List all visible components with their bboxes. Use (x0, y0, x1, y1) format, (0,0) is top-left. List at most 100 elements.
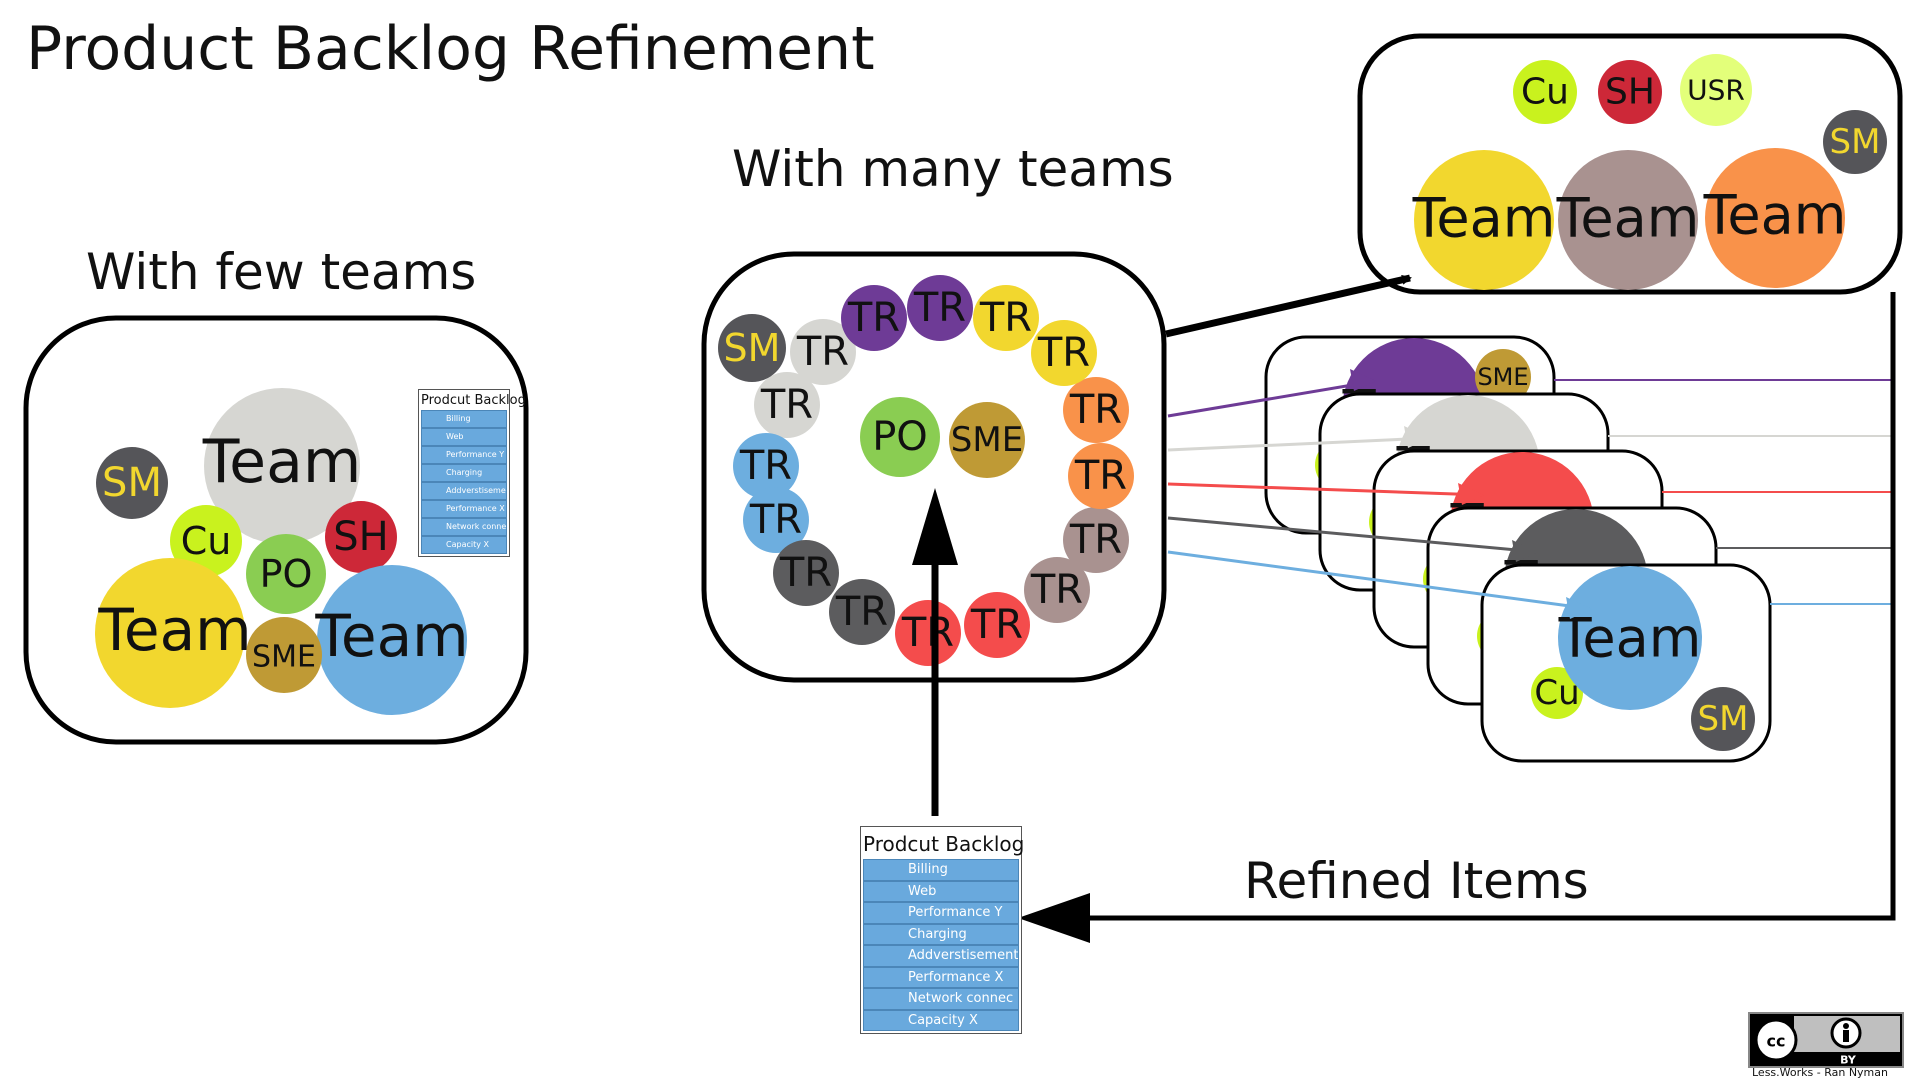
svg-text:TR: TR (913, 285, 966, 331)
svg-text:SM: SM (1830, 122, 1881, 162)
svg-text:SH: SH (333, 514, 388, 560)
svg-text:TR: TR (1069, 517, 1122, 563)
backlog-item: Web (421, 428, 507, 446)
top-group-team-orange: Team (1703, 148, 1846, 288)
svg-text:TR: TR (760, 382, 813, 428)
team-connector-line (1167, 482, 1485, 497)
team-stack: CuTeamSMECuTeamCuTeamCuTeamCuTeamSM (1167, 335, 1893, 763)
svg-text:BY: BY (1840, 1054, 1857, 1067)
few-teams-node-sme: SME (246, 617, 322, 693)
team-connector-arrowhead (1458, 483, 1484, 505)
tr-node: TR (790, 319, 856, 385)
svg-text:SH: SH (1605, 72, 1655, 113)
many-teams-sm: SM (718, 314, 786, 382)
few-teams-node-team-blue: Team (314, 565, 469, 715)
svg-text:PO: PO (872, 414, 928, 460)
backlog-title: Prodcut Backlog (421, 393, 526, 408)
tr-node: TR (1063, 507, 1129, 573)
backlog-item: Web (863, 880, 1019, 902)
svg-text:TR: TR (749, 497, 802, 543)
top-group-sh: SH (1598, 60, 1662, 124)
backlog-title: Prodcut Backlog (863, 832, 1025, 856)
svg-text:TR: TR (779, 550, 832, 596)
svg-text:SM: SM (724, 326, 781, 370)
svg-text:SME: SME (1477, 363, 1528, 391)
tr-node: TR (829, 579, 895, 645)
svg-text:Team: Team (1558, 607, 1702, 670)
team-connector-arrowhead (1350, 369, 1376, 391)
refined-items-label: Refined Items (1244, 852, 1589, 910)
page-title: Product Backlog Refinement (26, 14, 875, 84)
svg-text:PO: PO (260, 552, 313, 596)
backlog-item: Charging (863, 923, 1019, 945)
svg-text:SM: SM (102, 460, 162, 506)
svg-text:TR: TR (1037, 330, 1090, 376)
backlog-item: Network connec (863, 988, 1019, 1010)
svg-text:SME: SME (951, 420, 1023, 460)
cc-icon (1754, 1018, 1798, 1062)
svg-text:TR: TR (847, 295, 900, 341)
top-group-usr: USR (1680, 54, 1752, 126)
svg-text:TR: TR (835, 589, 888, 635)
tr-node: TR (973, 285, 1039, 351)
team-node: Team (1558, 566, 1702, 710)
tr-node: TR (754, 372, 820, 438)
tr-node: TR (964, 592, 1030, 658)
svg-text:Team: Team (1412, 187, 1556, 250)
cu-node: Cu (1531, 667, 1583, 719)
backlog-to-team-arrowhead (912, 488, 958, 565)
tr-node: TR (1068, 443, 1134, 509)
many-teams-sme: SME (949, 402, 1025, 478)
team-connector-line (1167, 516, 1539, 554)
top-group-team-brown: Team (1556, 150, 1699, 290)
few-teams-node-sh: SH (325, 501, 397, 573)
team-connector-arrowhead (1404, 426, 1430, 448)
backlog-item: Performance X (863, 966, 1019, 988)
team-connector-arrowhead (1566, 597, 1592, 619)
backlog-item: Addverstisement (421, 482, 507, 500)
tr-node: TR (1031, 320, 1097, 386)
backlog-item: Capacity X (863, 1009, 1019, 1031)
backlog-item: Performance Y (863, 902, 1019, 924)
tr-node: TR (1063, 377, 1129, 443)
refined-arrowhead (1018, 893, 1090, 943)
backlog-item: Capacity X (421, 536, 507, 554)
team-connector-arrowhead (1512, 540, 1538, 562)
svg-text:TR: TR (979, 295, 1032, 341)
svg-text:TR: TR (1074, 453, 1127, 499)
svg-text:Cu: Cu (1521, 72, 1569, 113)
top-group-team-yellow: Team (1412, 150, 1556, 290)
svg-text:Team: Team (97, 596, 251, 664)
svg-text:TR: TR (796, 329, 849, 375)
tr-node: TR (1024, 557, 1090, 623)
team-connector-line (1167, 436, 1431, 452)
sm-node: SM (1691, 687, 1755, 751)
product-backlog-large: Prodcut Backlog Billing Web Performance … (860, 826, 1025, 1034)
top-group-sm: SM (1823, 110, 1887, 174)
tr-node: TR (907, 275, 973, 341)
svg-text:TR: TR (1069, 387, 1122, 433)
svg-text:USR: USR (1687, 74, 1745, 107)
svg-text:Cu: Cu (181, 519, 232, 563)
refined-return-line (1036, 292, 1896, 921)
tr-node: TR (773, 540, 839, 606)
svg-text:Team: Team (314, 602, 468, 670)
license-credit: Less.Works - Ran Nyman (1752, 1066, 1888, 1079)
many-teams-po: PO (860, 397, 940, 477)
tr-node: TR (733, 433, 799, 499)
cc-license-badge: cc BY (1748, 1012, 1904, 1068)
sme-node: SME (1475, 349, 1531, 405)
svg-text:TR: TR (739, 443, 792, 489)
tr-node: TR (841, 285, 907, 351)
few-teams-heading: With few teams (86, 243, 477, 301)
backlog-item: Performance Y (421, 446, 507, 464)
few-teams-node-sm: SM (96, 447, 168, 519)
arrow-to-top-group (1165, 274, 1412, 338)
backlog-item: Performance X (421, 500, 507, 518)
svg-text:SM: SM (1698, 699, 1749, 739)
svg-text:TR: TR (970, 602, 1023, 648)
svg-text:SME: SME (252, 640, 316, 675)
team-connector-line (1167, 379, 1377, 418)
